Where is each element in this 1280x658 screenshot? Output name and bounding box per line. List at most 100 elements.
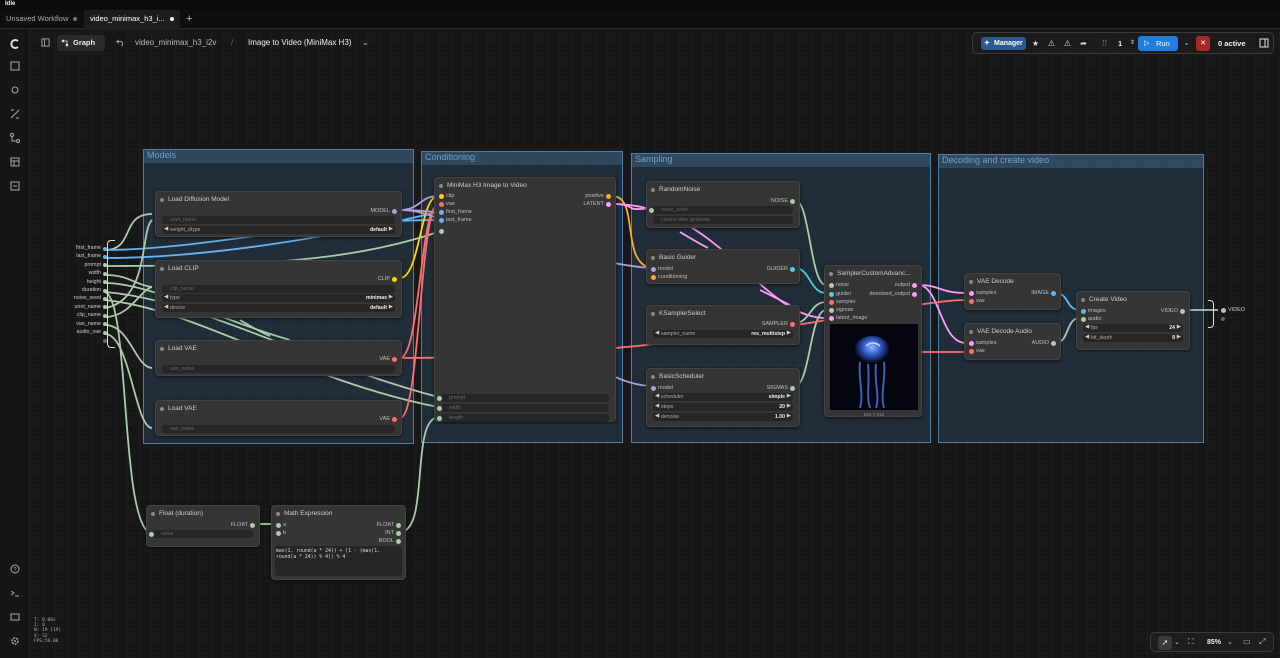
settings-gear-icon[interactable] <box>10 636 20 646</box>
images-icon[interactable] <box>10 61 20 71</box>
output-socket[interactable] <box>392 209 397 214</box>
chevron-down-icon[interactable]: ⌄ <box>362 38 369 47</box>
input-socket[interactable] <box>829 316 834 321</box>
input-socket[interactable] <box>103 271 107 276</box>
input-socket[interactable] <box>437 396 442 401</box>
chevron-left-icon[interactable]: ◀ <box>1085 334 1090 340</box>
output-socket[interactable] <box>1051 291 1056 296</box>
input-socket[interactable] <box>439 218 444 223</box>
output-socket[interactable] <box>1221 308 1226 313</box>
breadcrumb-subgraph[interactable]: Image to Video (MiniMax H3) <box>248 38 352 47</box>
drag-handle-icon[interactable]: ⠿ <box>1101 39 1108 48</box>
panel-toggle-icon[interactable] <box>41 38 50 47</box>
star-icon[interactable]: ★ <box>1031 39 1040 48</box>
input-socket[interactable] <box>829 308 834 313</box>
input-socket[interactable] <box>969 341 974 346</box>
input-socket[interactable] <box>829 300 834 305</box>
right-panel-toggle-icon[interactable] <box>1259 38 1269 48</box>
input-socket[interactable] <box>103 330 107 335</box>
chevron-left-icon[interactable]: ◀ <box>655 403 660 409</box>
prompt-widget[interactable]: prompt <box>441 394 609 402</box>
output-socket[interactable] <box>392 357 397 362</box>
input-socket[interactable] <box>437 416 442 421</box>
node-float-duration[interactable]: Float (duration) FLOAT value <box>146 505 260 547</box>
undo-icon[interactable] <box>116 38 125 47</box>
value-widget[interactable]: value <box>153 530 253 538</box>
output-socket[interactable] <box>790 267 795 272</box>
chevron-left-icon[interactable]: ◀ <box>655 393 660 399</box>
output-socket[interactable] <box>1180 309 1185 314</box>
output-socket[interactable] <box>912 283 917 288</box>
input-socket[interactable] <box>149 532 154 537</box>
input-socket[interactable] <box>439 229 444 234</box>
output-socket[interactable] <box>396 523 401 528</box>
input-socket[interactable] <box>103 322 107 327</box>
input-socket[interactable] <box>437 406 442 411</box>
expression-textarea[interactable] <box>275 546 402 576</box>
input-socket[interactable] <box>1081 317 1086 322</box>
input-socket[interactable] <box>829 292 834 297</box>
warning-icon[interactable]: ⚠ <box>1047 39 1056 48</box>
queue-count[interactable]: 1 <box>1118 39 1123 48</box>
chevron-down-icon[interactable]: ⌄ <box>1174 639 1180 646</box>
control-after-generate-widget[interactable]: control after generate <box>653 216 793 224</box>
output-socket[interactable] <box>912 292 917 297</box>
share-icon[interactable]: ➦ <box>1080 39 1087 48</box>
tab-unsaved-workflow[interactable]: Unsaved Workflow <box>0 10 83 29</box>
output-socket[interactable] <box>396 539 401 544</box>
input-socket[interactable] <box>103 254 107 259</box>
input-socket[interactable] <box>969 299 974 304</box>
output-socket-empty[interactable] <box>1221 317 1225 321</box>
input-socket-empty[interactable] <box>103 338 107 343</box>
input-socket[interactable] <box>969 349 974 354</box>
minimap-icon[interactable]: ▭ <box>1243 637 1251 646</box>
stepper-icon[interactable]: ⇕ <box>1129 40 1136 46</box>
input-socket[interactable] <box>439 210 444 215</box>
width-widget[interactable]: width <box>441 404 609 412</box>
vae-name-widget[interactable]: vae_name <box>162 425 395 433</box>
input-socket[interactable] <box>103 263 107 268</box>
unet-name-widget[interactable]: unet_name <box>162 216 395 224</box>
chevron-right-icon[interactable]: ▶ <box>1176 324 1181 330</box>
chevron-right-icon[interactable]: ▶ <box>388 294 393 300</box>
vae-name-widget[interactable]: vae_name <box>162 365 395 373</box>
input-socket[interactable] <box>276 531 281 536</box>
queue-icon[interactable] <box>10 181 20 191</box>
node-library-icon[interactable] <box>10 109 20 119</box>
input-socket[interactable] <box>649 208 654 213</box>
chevron-right-icon[interactable]: ▶ <box>786 403 791 409</box>
node-load-vae[interactable]: Load VAE VAE vae_name <box>155 340 402 376</box>
input-socket[interactable] <box>651 275 656 280</box>
run-options-chevron-icon[interactable]: ⌄ <box>1183 40 1190 47</box>
input-socket[interactable] <box>651 386 656 391</box>
input-socket[interactable] <box>103 305 107 310</box>
graph-view-button[interactable]: Graph <box>57 35 105 51</box>
input-socket[interactable] <box>439 202 444 207</box>
chevron-left-icon[interactable]: ◀ <box>655 413 660 419</box>
height-widget[interactable]: length <box>441 414 609 422</box>
node-load-diffusion-model[interactable]: Load Diffusion Model MODEL unet_name ◀we… <box>155 191 402 237</box>
output-socket[interactable] <box>606 194 611 199</box>
chevron-right-icon[interactable]: ▶ <box>388 304 393 310</box>
fit-view-icon[interactable]: ⛶ <box>1188 637 1194 646</box>
comfy-logo-icon[interactable] <box>10 39 20 49</box>
manager-button[interactable]: Manager✦ <box>981 37 1026 50</box>
clip-name-widget[interactable]: clip_name <box>162 285 395 293</box>
chevron-right-icon[interactable]: ▶ <box>786 330 791 336</box>
output-socket[interactable] <box>392 277 397 282</box>
input-socket[interactable] <box>103 288 107 293</box>
select-cursor-icon[interactable]: ➚ <box>1158 636 1172 650</box>
templates-icon[interactable] <box>10 157 20 167</box>
breadcrumb-workflow[interactable]: video_minimax_h3_i2v <box>135 38 217 47</box>
terminal-icon[interactable] <box>10 588 20 598</box>
